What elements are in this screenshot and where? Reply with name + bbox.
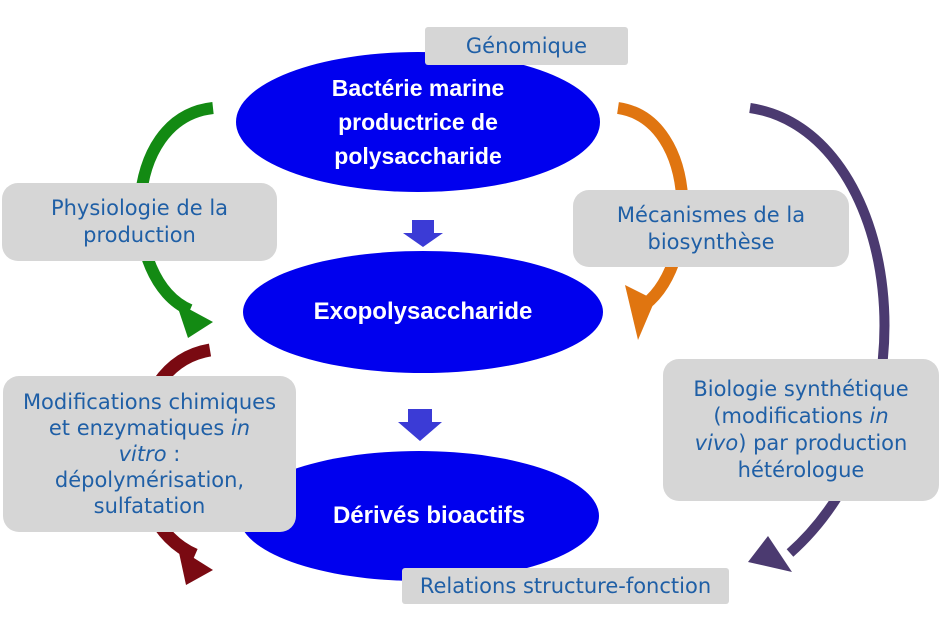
down-arrow-2 [398,409,442,441]
node-derives [239,451,599,581]
label-relations: Relations structure-fonction [402,568,729,604]
purple-arrow [748,103,890,572]
node-bacterie [236,52,600,192]
label-mecanismes: Mécanismes de la biosynthèse [573,190,849,267]
node-derives-label: Dérivés bioactifs [332,502,526,529]
down-arrow-1 [403,220,443,247]
label-physiologie: Physiologie de la production [2,183,277,261]
node-exopolysaccharide-label: Exopolysaccharide [313,298,533,325]
node-bacterie-label: Bactérie marine productrice de polysacch… [331,75,505,169]
label-modifications: Modifications chimiques et enzymatiques … [3,376,296,532]
label-genomique: Génomique [425,27,628,65]
node-exopolysaccharide [243,251,603,373]
label-biologie: Biologie synthétique (modifications in v… [663,359,939,501]
